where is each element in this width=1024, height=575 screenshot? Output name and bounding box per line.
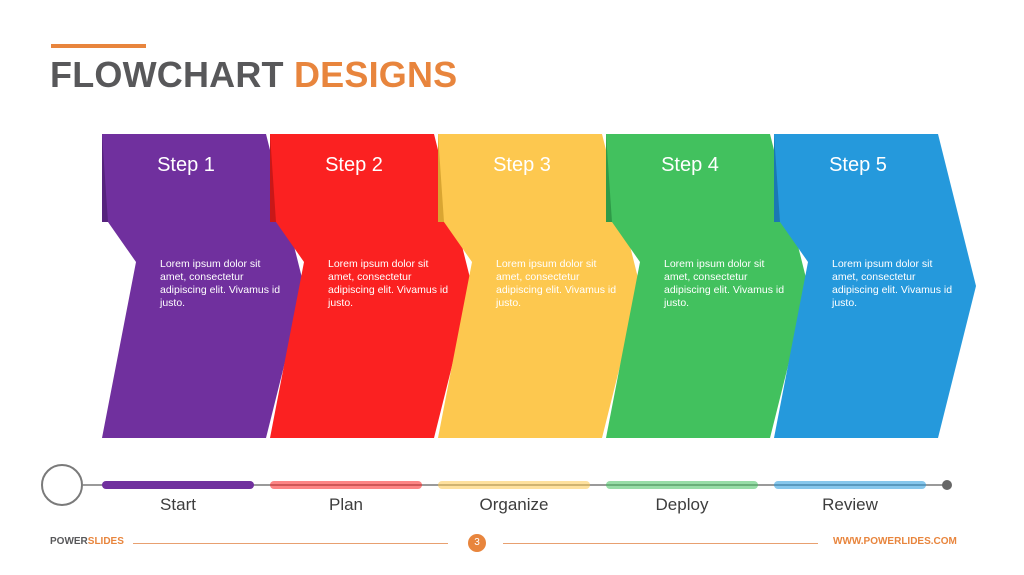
timeline-label-1: Start — [160, 495, 196, 514]
timeline-label-4: Deploy — [655, 495, 709, 514]
page-number: 3 — [468, 534, 486, 552]
footer-url[interactable]: WWW.POWERLIDES.COM — [833, 536, 957, 547]
title-accent-bar — [51, 44, 146, 48]
step-2-title: Step 2 — [325, 154, 383, 176]
timeline-segment-5 — [774, 481, 926, 489]
footer-brand-part2: SLIDES — [87, 536, 124, 547]
timeline-end-dot — [942, 480, 952, 490]
timeline-label-5: Review — [822, 495, 878, 514]
step-5-description: Lorem ipsum dolor sit amet, consectetur … — [832, 258, 953, 309]
step-1-arrow — [102, 134, 304, 438]
step-3-arrow — [438, 134, 640, 438]
footer-line-left — [133, 543, 448, 544]
timeline-segment-1 — [102, 481, 254, 489]
step-2-arrow — [270, 134, 472, 438]
step-5-title: Step 5 — [829, 154, 887, 176]
step-4-description: Lorem ipsum dolor sit amet, consectetur … — [664, 258, 785, 309]
footer-line-right — [503, 543, 818, 544]
step-3-title: Step 3 — [493, 154, 551, 176]
timeline-segment-4 — [606, 481, 758, 489]
step-4-arrow — [606, 134, 808, 438]
timeline-segment-3 — [438, 481, 590, 489]
step-4-title: Step 4 — [661, 154, 719, 176]
timeline-segment-2 — [270, 481, 422, 489]
step-2-description: Lorem ipsum dolor sit amet, consectetur … — [328, 258, 449, 309]
title-part2: DESIGNS — [293, 54, 458, 95]
page-title: FLOWCHART DESIGNS — [50, 54, 457, 96]
title-part1: FLOWCHART — [50, 54, 284, 95]
timeline-start-circle — [41, 464, 83, 506]
step-5-arrow — [774, 134, 976, 438]
footer-brand: POWERSLIDES — [50, 536, 124, 547]
timeline — [41, 464, 952, 506]
step-1-title: Step 1 — [157, 154, 215, 176]
step-1-description: Lorem ipsum dolor sit amet, consectetur … — [160, 258, 281, 309]
footer-brand-part1: POWER — [50, 536, 88, 547]
step-3-description: Lorem ipsum dolor sit amet, consectetur … — [496, 258, 617, 309]
timeline-label-3: Organize — [479, 495, 549, 514]
timeline-label-2: Plan — [328, 495, 364, 514]
step-arrows — [102, 134, 976, 438]
